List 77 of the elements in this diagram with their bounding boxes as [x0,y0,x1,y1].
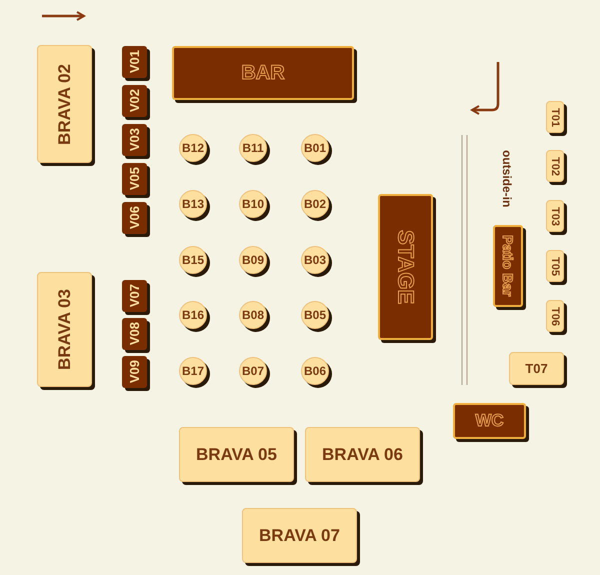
table-label: B09 [242,253,264,267]
round-table [301,246,329,274]
vip-table [122,356,147,388]
stage [378,194,433,340]
table-label: B16 [182,308,204,322]
vip-table [122,280,147,312]
restroom [453,403,526,439]
round-table [179,190,207,218]
table-label: V02 [127,89,142,113]
booth-table [179,427,294,482]
booth-table [37,45,92,163]
table-label: T05 [549,256,561,276]
vip-table [122,318,147,350]
table-label: B08 [242,308,264,322]
round-table [239,190,267,218]
table-label: BRAVA 05 [196,444,277,464]
booth-table [305,427,420,482]
round-table [301,190,329,218]
table-label: BRAVA 03 [54,289,74,370]
table-label: B02 [304,197,326,211]
patio-table [546,300,564,332]
table-label: B07 [242,364,264,378]
patio-table [546,150,564,182]
table-label: T01 [549,108,561,126]
round-table [179,357,207,385]
round-table [179,134,207,162]
table-label: T07 [525,361,548,376]
table-label: BRAVA 02 [54,64,74,144]
area-label: Patio Bar [500,235,516,297]
vip-table [122,46,147,78]
table-label: B05 [304,308,326,322]
table-label: B11 [242,141,264,155]
table-label: B15 [182,253,204,267]
area-note: outside-in [500,150,514,208]
area-label: BAR [241,62,285,84]
round-table [239,301,267,329]
vip-table [122,163,147,195]
booth-table [242,508,357,563]
vip-table [122,202,147,234]
round-table [301,301,329,329]
booth-table [37,272,92,387]
table-label: B13 [182,197,204,211]
table-label: T02 [549,156,561,176]
table-label: B10 [242,197,264,211]
table-label: V06 [127,206,142,230]
patio-table [546,200,564,232]
round-table [239,246,267,274]
patio-table [546,250,564,282]
table-label: B06 [304,364,326,378]
round-table [239,134,267,162]
patio-bar-counter [493,225,523,307]
table-label: V03 [127,128,142,152]
area-label: STAGE [392,230,418,304]
vip-table [122,124,147,156]
table-label: V08 [127,322,142,346]
round-table [179,246,207,274]
table-label: B01 [304,141,326,155]
vip-table [122,85,147,117]
table-label: V01 [127,50,142,74]
patio-table [546,101,564,133]
table-label: B12 [182,141,204,155]
round-table [179,301,207,329]
table-label: V07 [127,284,142,308]
table-label: B17 [182,364,204,378]
area-label: WC [475,411,504,431]
table-label: BRAVA 07 [259,526,340,546]
table-label: V09 [127,360,142,384]
table-label: T06 [549,306,561,326]
bar-counter [172,46,354,100]
table-label: V05 [127,167,142,191]
patio-table [509,352,564,385]
round-table [239,357,267,385]
table-label: T03 [549,206,561,226]
round-table [301,134,329,162]
table-label: B03 [304,253,326,267]
round-table [301,357,329,385]
table-label: BRAVA 06 [322,444,403,464]
